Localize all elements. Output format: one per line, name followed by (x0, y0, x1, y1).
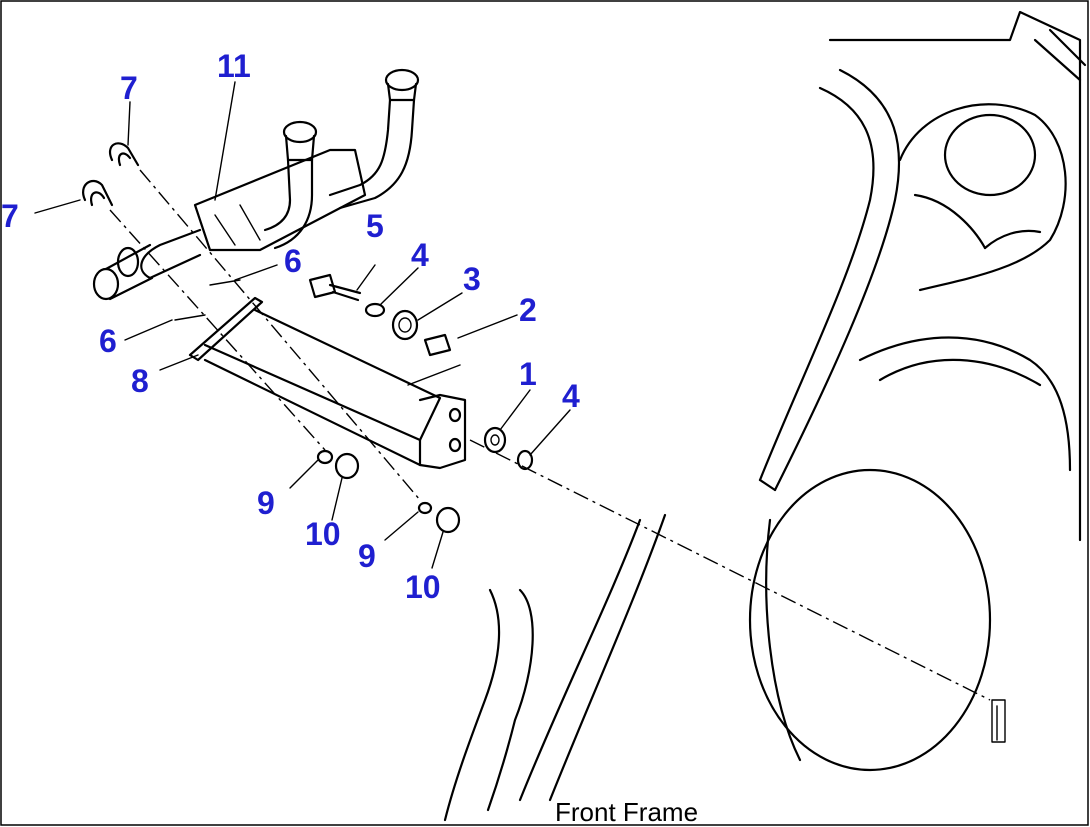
callout-7a: 7 (1, 198, 19, 234)
hose-assembly (92, 68, 420, 301)
callout-9a: 9 (257, 485, 275, 521)
leader-lines (34, 81, 571, 569)
fasteners (174, 273, 991, 701)
callout-7b: 7 (120, 70, 138, 106)
u-bolt-clamps (82, 142, 421, 501)
callout-4b: 4 (562, 378, 580, 414)
callout-6b: 6 (99, 323, 117, 359)
callout-3: 3 (463, 261, 481, 297)
bracket (188, 296, 467, 470)
callout-8: 8 (131, 363, 149, 399)
callout-6a: 6 (284, 243, 302, 279)
callout-10b: 10 (405, 569, 441, 605)
callout-10a: 10 (305, 516, 341, 552)
callout-2: 2 (519, 292, 537, 328)
callout-11: 11 (217, 48, 251, 84)
callouts: 1 2 3 4 4 5 6 6 7 7 8 9 9 10 10 11 (1, 48, 580, 605)
callout-5: 5 (366, 208, 384, 244)
diagram-caption: Front Frame (555, 797, 698, 827)
callout-4a: 4 (411, 237, 429, 273)
front-frame (443, 10, 1087, 822)
callout-9b: 9 (358, 538, 376, 574)
callout-1: 1 (519, 356, 537, 392)
